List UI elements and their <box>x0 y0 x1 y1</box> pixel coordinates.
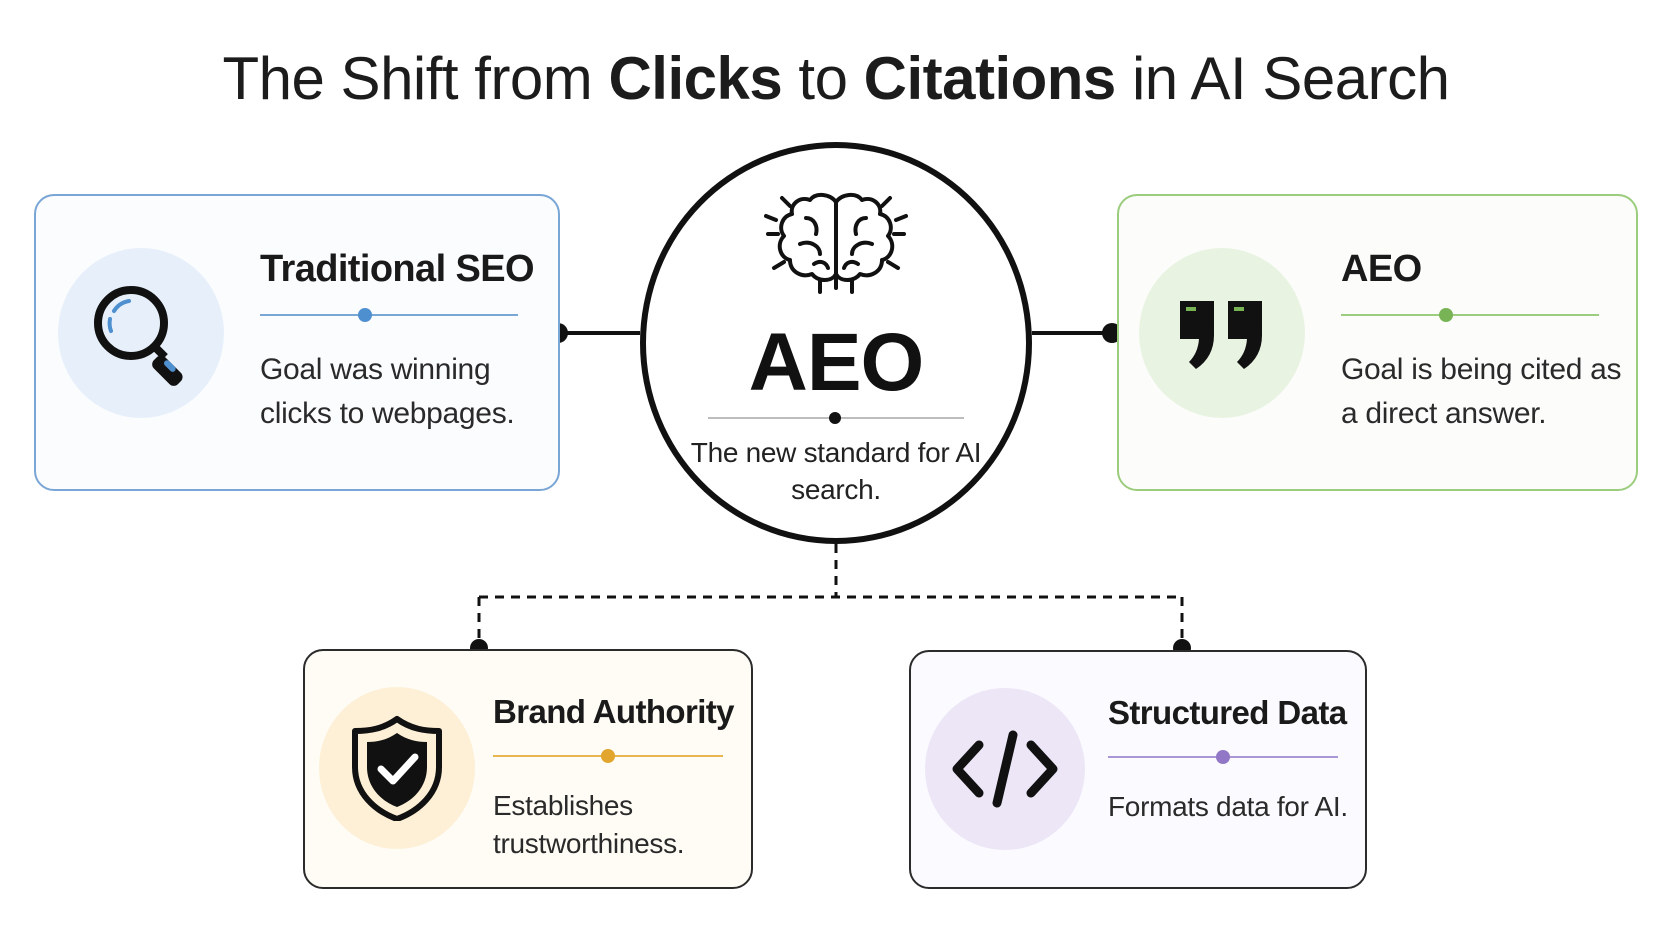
card-heading: Traditional SEO <box>260 248 535 290</box>
card-description: Goal is being cited as a direct answer. <box>1341 353 1622 430</box>
card-divider <box>260 308 518 322</box>
title-bold-citations: Citations <box>863 45 1117 112</box>
card-icon-circle <box>58 248 224 418</box>
card-brand-authority: Brand Authority Establishes trustworthin… <box>303 649 753 889</box>
shield-check-icon <box>352 716 442 821</box>
divider-dot <box>1216 750 1230 764</box>
card-heading: Structured Data <box>1108 694 1347 731</box>
divider-dot <box>1439 308 1453 322</box>
title-bold-clicks: Clicks <box>608 45 783 112</box>
card-description: Establishes trustworthiness. <box>493 790 685 859</box>
magnifier-icon <box>94 286 183 386</box>
card-icon-circle <box>1139 248 1305 418</box>
card-icon-circle <box>319 687 475 849</box>
center-title: AEO <box>748 317 925 408</box>
code-icon <box>952 730 1058 808</box>
divider-dot <box>358 308 372 322</box>
card-description: Goal was winning clicks to webpages. <box>260 353 515 430</box>
card-traditional-seo: Traditional SEO Goal was winning clicks … <box>34 194 560 491</box>
page-title: The Shift from Clicks to Citations in AI… <box>0 44 1672 113</box>
card-structured-data: Structured Data Formats data for AI. <box>909 650 1367 889</box>
card-heading: AEO <box>1341 248 1422 290</box>
connector-dashed-tree <box>477 544 1184 648</box>
divider-dot <box>829 412 841 424</box>
brain-icon <box>764 193 908 294</box>
center-divider <box>708 412 964 424</box>
center-aeo-circle: AEO The new standard for AI search. <box>640 142 1032 544</box>
center-description: The new standard for AI search. <box>690 437 982 505</box>
card-icon-circle <box>925 688 1085 850</box>
card-divider <box>1341 308 1599 322</box>
card-divider <box>1108 750 1338 764</box>
card-divider <box>493 749 723 763</box>
title-text-2: to <box>782 45 864 112</box>
card-aeo: AEO Goal is being cited as a direct answ… <box>1117 194 1638 491</box>
quote-icon <box>1180 301 1262 369</box>
card-heading: Brand Authority <box>493 693 735 730</box>
card-description: Formats data for AI. <box>1108 791 1348 822</box>
title-text-1: The Shift from <box>222 45 609 112</box>
title-text-3: in AI Search <box>1115 45 1450 112</box>
divider-dot <box>601 749 615 763</box>
